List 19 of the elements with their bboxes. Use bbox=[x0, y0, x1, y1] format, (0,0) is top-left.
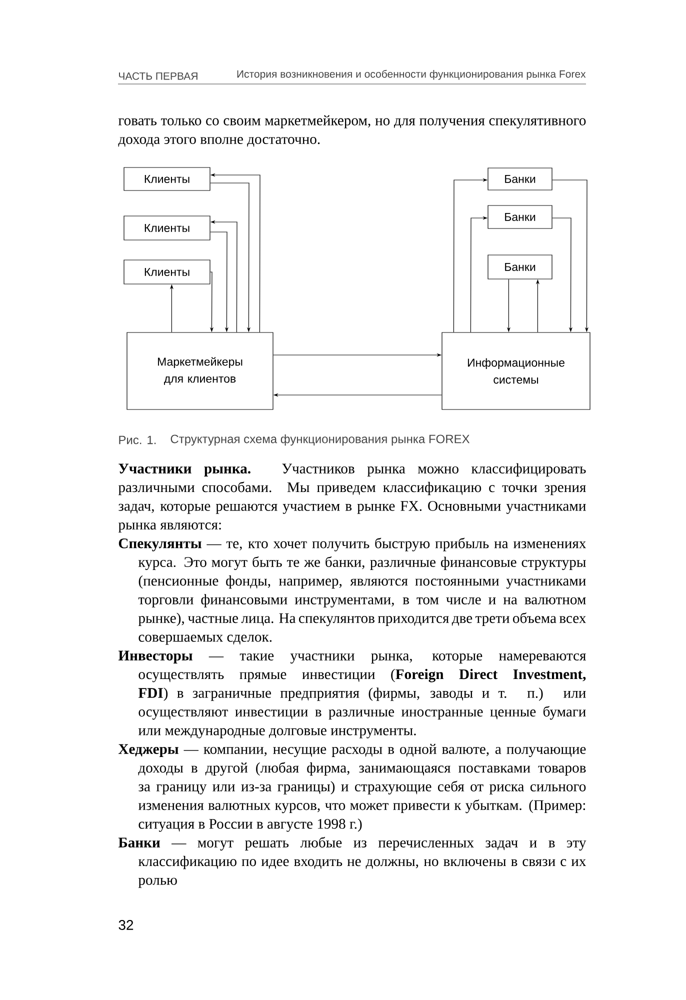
definition-paragraph: Хеджеры — компании, несущие расходы в одной валюте, а получающие доходы в другой (любая фирма, занимающаяся поставками товаров за границу или из-за границы) и страхующие себя от риска сильного изменения валютных курсов, что может привести к убыткам. (Пример: ситуация в России в августе 1998 г.) bbox=[118, 744, 586, 832]
entity-box: Клиенты bbox=[124, 260, 210, 284]
system-box: Маркетмейкеры для клиентов bbox=[126, 332, 274, 410]
entity-box: Клиенты bbox=[124, 216, 210, 240]
figure-caption: Структурная схема функционирования рынка FOREX bbox=[170, 434, 470, 446]
paragraph: Участники рынка. Участников рынка можно классифицировать различными способами. Мы приведем классификацию с точки зрения задач, которые решаются участием в рынке FX. Основными участниками рынка являются: bbox=[118, 463, 586, 533]
definition-paragraph: Инвесторы — такие участники рынка, которые намереваются осуществлять прямые инвестиции (Foreign Direct Investment, FDI) в заграничные предприятия (фирмы, заводы и т. п.) или осуществляют инвестиции в различные иностранные ценные бумаги или международные долговые инструменты. bbox=[118, 650, 586, 738]
running-header: ЧАСТЬ ПЕРВАЯ bbox=[119, 72, 198, 80]
entity-box: Банки bbox=[488, 205, 552, 229]
page-number: 32 bbox=[118, 920, 134, 930]
paragraph: говать только со своим маркетмейкером, но для получения спекулятивного дохода этого вполне достаточно. bbox=[118, 115, 586, 147]
definition-paragraph: Спекулянты — те, кто хочет получить быструю прибыль на изменениях курса. Это могут быть те же банки, различные финансовые структуры (пенсионные фонды, например, являются постоянными участниками торговли финансовыми инструментами, в том числе и на валютном рынке), частные лица. На спекулянтов приходится две трети объема всех совершаемых сделок. bbox=[118, 538, 586, 645]
running-header: История возникновения и особенности функционирования рынка Forex bbox=[237, 70, 586, 80]
entity-box: Банки bbox=[488, 168, 552, 190]
system-box: Информационные системы bbox=[442, 332, 590, 410]
entity-box: Банки bbox=[488, 254, 552, 280]
definition-paragraph: Банки — могут решать любые из перечисленных задач и в эту классификацию по идее входить не должны, но включены в связи с их ролью bbox=[118, 836, 586, 888]
entity-box: Клиенты bbox=[124, 167, 210, 191]
figure-number: Рис. 1. bbox=[119, 436, 156, 444]
